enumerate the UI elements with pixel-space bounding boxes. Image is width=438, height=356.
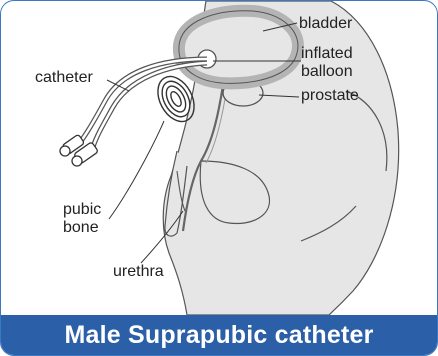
label-bone: bone xyxy=(63,219,99,236)
label-urethra: urethra xyxy=(113,263,164,280)
leader-pubic-bone xyxy=(109,121,164,219)
anatomy-illustration xyxy=(1,1,437,315)
label-inflated: inflated xyxy=(301,45,353,62)
catheter-connector xyxy=(60,134,98,166)
label-balloon: balloon xyxy=(301,63,353,80)
label-bladder: bladder xyxy=(299,15,352,32)
label-pubic: pubic xyxy=(63,201,101,218)
caption-title: Male Suprapubic catheter xyxy=(64,321,373,350)
label-catheter: catheter xyxy=(35,69,93,86)
label-prostate: prostate xyxy=(301,87,359,104)
caption-bar: Male Suprapubic catheter xyxy=(1,315,437,355)
